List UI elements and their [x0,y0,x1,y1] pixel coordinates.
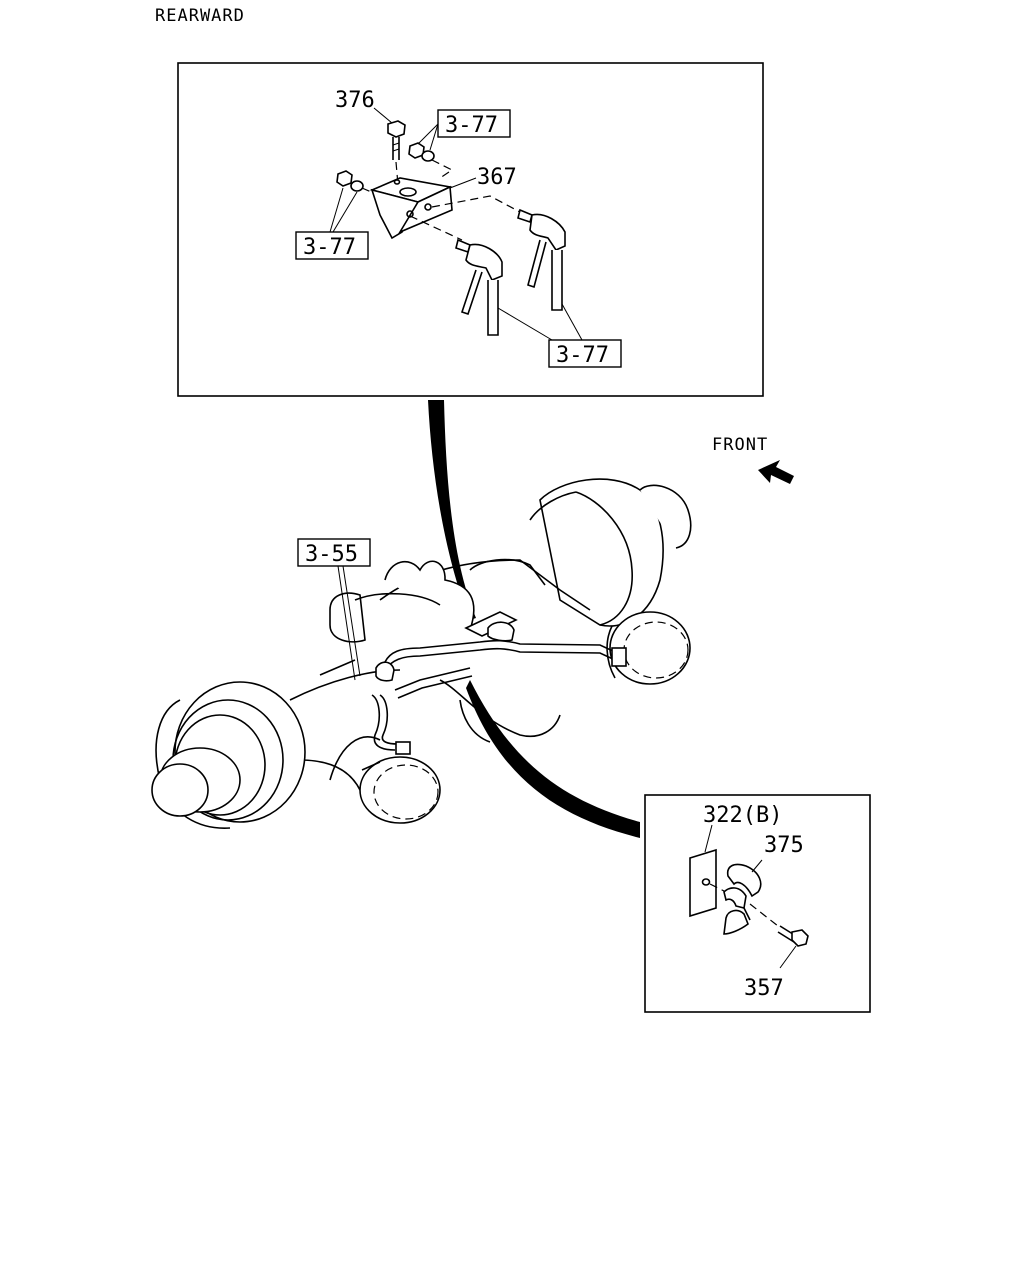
part-357-label: 357 [744,976,784,1001]
bolt-357-icon [777,925,809,947]
bolt-376-icon [387,120,406,186]
part-322b-label: 322(B) [703,803,782,828]
ref-3-77-b-label: 3-77 [303,235,356,260]
ref-3-77-c-label: 3-77 [556,343,609,368]
rearward-label: REARWARD [155,6,245,26]
clamp-375 [723,863,779,935]
ref-3-55-callout: 3-55 [297,538,371,681]
leader-curve-bottom [466,680,640,838]
brake-chamber-right [606,611,691,685]
ref-3-55-label: 3-55 [305,542,358,567]
left-hub [151,681,306,829]
brake-chamber-left [359,756,441,824]
nut-washer-left-icon [336,170,377,195]
brake-pipe-assembly [371,611,627,755]
part-367-label: 367 [477,165,517,190]
front-label: FRONT [712,435,768,455]
axle-assembly [151,478,692,829]
detail-box-bracket: 376 367 3-77 3-77 3-77 [177,62,764,397]
hose-assembly [409,195,566,336]
leader-curve-top [428,400,476,620]
bracket-367 [369,177,453,240]
part-375-label: 375 [764,833,804,858]
nut-washer-icon [408,142,454,179]
ref-3-77-a-label: 3-77 [445,113,498,138]
part-376-label: 376 [335,88,375,113]
plate-322b [689,848,727,918]
detail-box-clip: 322(B) 375 357 [644,794,871,1013]
front-arrow-icon [758,460,794,484]
